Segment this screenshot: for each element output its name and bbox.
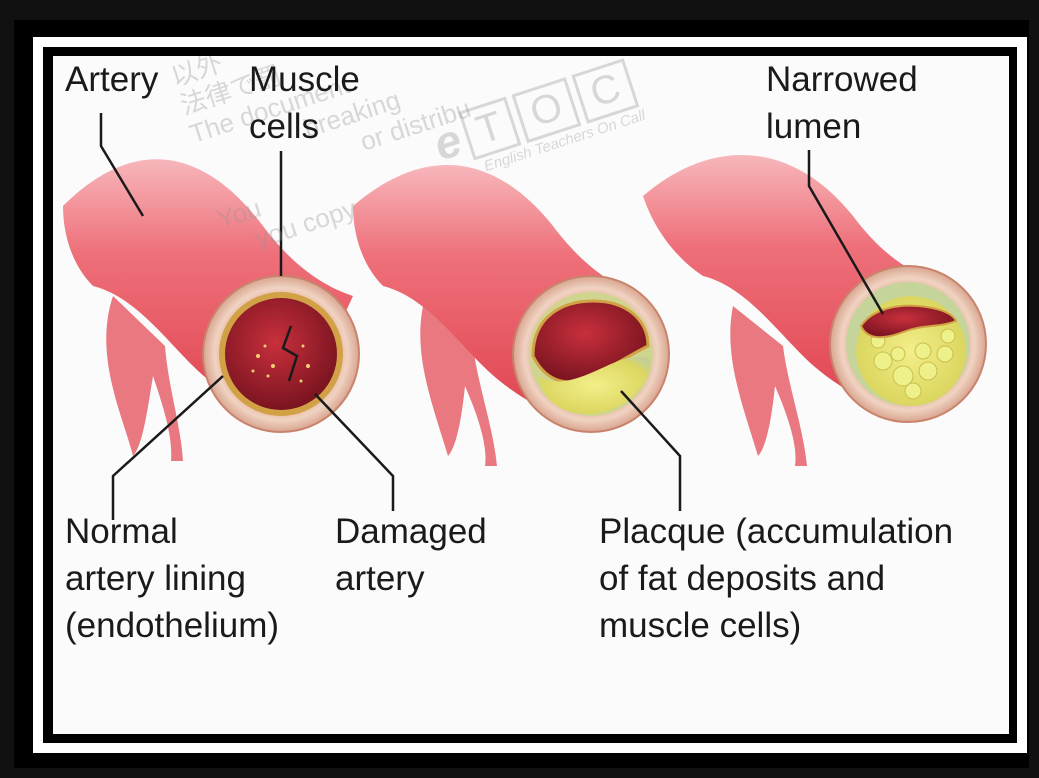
label-normal-lining: Normal artery lining (endothelium) xyxy=(65,508,279,649)
label-damaged-artery: Damaged artery xyxy=(335,508,487,602)
artery-3-narrowed xyxy=(643,155,986,466)
label-artery: Artery xyxy=(65,56,158,103)
artery-1-normal xyxy=(63,159,359,461)
label-plaque: Placque (accumulation of fat deposits an… xyxy=(599,508,953,649)
label-narrowed-lumen: Narrowed lumen xyxy=(766,56,918,150)
artery-2-plaque xyxy=(353,165,669,466)
diagram-canvas: 以外 法律で罰 The document breaking or distrib… xyxy=(53,56,1009,734)
label-muscle-cells: Muscle cells xyxy=(249,56,360,150)
